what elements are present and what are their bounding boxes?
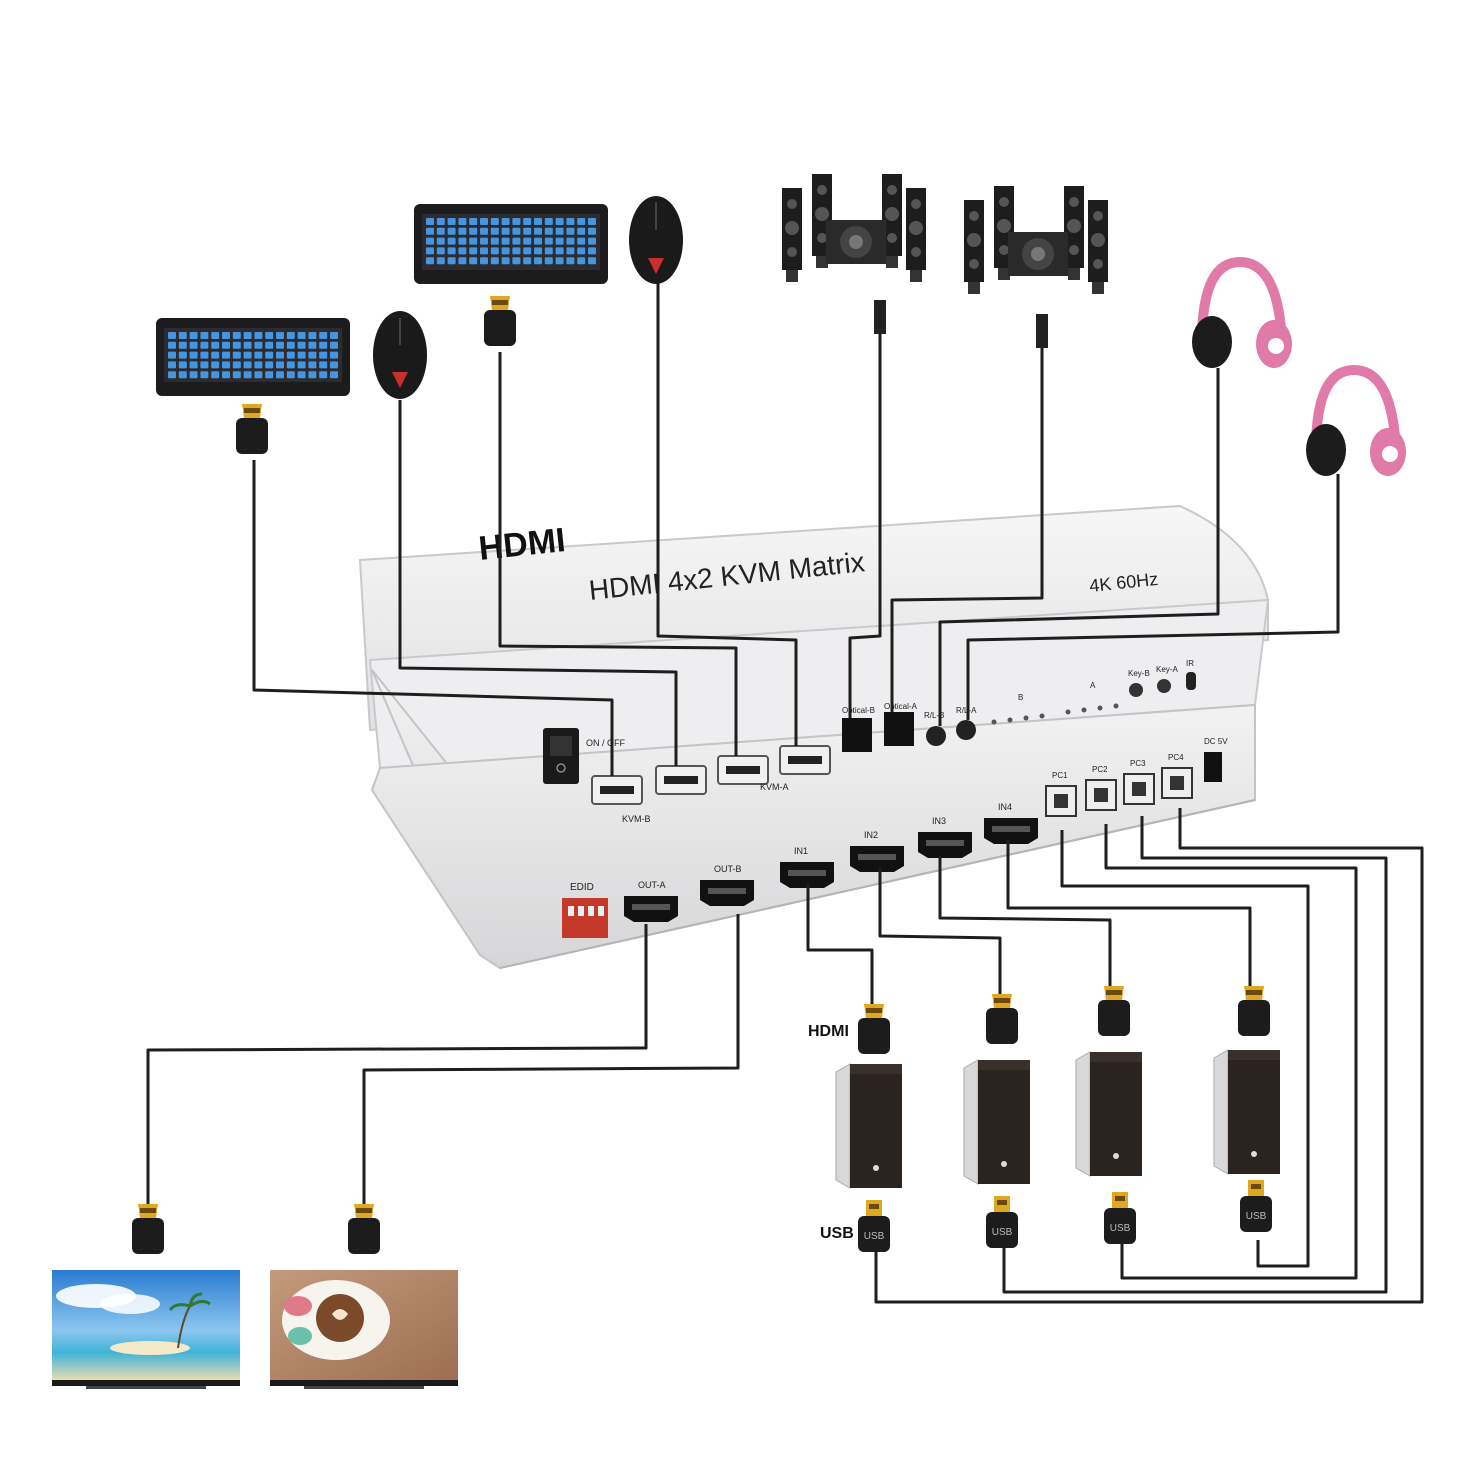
kvm-matrix-device: HDMI HDMI 4x2 KVM Matrix 4K 60Hz ON / OF…: [358, 504, 1270, 970]
computer-tower-icon: [835, 1063, 902, 1189]
rl-b-jack[interactable]: [926, 726, 946, 746]
group-b-leds: [991, 713, 1045, 725]
dc-in-label: DC 5V: [1204, 737, 1228, 746]
mouse-icon: [629, 196, 683, 284]
usb-plug-icon: USB: [986, 1196, 1018, 1248]
monitor-icon: [52, 1270, 240, 1389]
rl-a-jack[interactable]: [956, 720, 976, 740]
in1-port-label: IN1: [794, 846, 808, 856]
monitor-icon: [270, 1270, 458, 1389]
cables: [146, 282, 1424, 1304]
optical-a-label: Optical-A: [884, 702, 918, 711]
hdmi-plug-icon: [986, 994, 1018, 1044]
optical-plug: [1036, 314, 1048, 348]
speaker-set-icon: [964, 186, 1108, 294]
group-a-leds: [1065, 703, 1119, 715]
usb-port-kvm-a-2[interactable]: [779, 745, 831, 775]
group-b-label: B: [1018, 693, 1023, 702]
rl-b-label: R/L-B: [924, 711, 944, 720]
usb-legend-label: USB: [820, 1225, 854, 1242]
ir-sensor: [1186, 672, 1196, 690]
pc-port-label: PC1: [1052, 771, 1068, 780]
dc-in-port[interactable]: [1204, 752, 1222, 782]
in3-port-label: IN3: [932, 816, 946, 826]
mouse-icon: [373, 311, 427, 399]
usb-plug-label: USB: [864, 1231, 885, 1242]
hdmi-plug-icon: [1098, 986, 1130, 1036]
speaker-set-icon: [782, 174, 926, 282]
computer-tower-icon: [1213, 1049, 1280, 1175]
key-a-label: Key-A: [1156, 665, 1178, 674]
key-a-button[interactable]: [1157, 679, 1171, 693]
optical-b-port[interactable]: [842, 718, 872, 752]
pc-ports: PC1 PC2 PC3 PC4: [1045, 753, 1193, 817]
pc-port-label: PC4: [1168, 753, 1184, 762]
usb-plug-icon: USB: [1240, 1180, 1272, 1232]
usb-port-kvm-b-2[interactable]: [655, 765, 707, 795]
usb-plug-icon: USB: [1104, 1192, 1136, 1244]
computer-tower-icon: [963, 1059, 1030, 1185]
hdmi-plug-icon: [858, 1004, 890, 1054]
out-b-port-label: OUT-B: [714, 864, 742, 874]
key-b-label: Key-B: [1128, 669, 1150, 678]
pc-port-label: PC3: [1130, 759, 1146, 768]
hdmi-plug-icon: [348, 1204, 380, 1254]
kvm-a-label: KVM-A: [760, 782, 789, 792]
ir-label: IR: [1186, 659, 1194, 668]
optical-plug: [874, 300, 886, 334]
edid-label: EDID: [570, 882, 594, 893]
usb-plug-icon: USB: [858, 1200, 890, 1252]
hdmi-plug-icon: [236, 404, 268, 454]
in4-port-label: IN4: [998, 802, 1012, 812]
hdmi-plug-icon: [132, 1204, 164, 1254]
usb-plug-label: USB: [1246, 1211, 1267, 1222]
hdmi-ports: OUT-A OUT-B IN1 IN2 IN3 IN4: [624, 802, 1038, 922]
usb-plug-label: USB: [1110, 1223, 1131, 1234]
hdmi-plug-icon: [484, 296, 516, 346]
pc-port-label: PC2: [1092, 765, 1108, 774]
headphones-icon: [1306, 364, 1406, 476]
hdmi-plug-icon: [1238, 986, 1270, 1036]
power-switch-label: ON / OFF: [586, 738, 625, 748]
power-switch[interactable]: [543, 728, 579, 784]
computer-tower-icon: [1075, 1051, 1142, 1177]
key-b-button[interactable]: [1129, 683, 1143, 697]
usb-plug-label: USB: [992, 1227, 1013, 1238]
keyboard-icon: [414, 204, 608, 284]
headphones-icon: [1192, 256, 1292, 368]
kvm-b-label: KVM-B: [622, 814, 651, 824]
group-a-label: A: [1090, 681, 1096, 690]
edid-switch[interactable]: [562, 898, 608, 938]
optical-b-label: Optical-B: [842, 706, 875, 715]
in2-port-label: IN2: [864, 830, 878, 840]
out-a-port-label: OUT-A: [638, 880, 666, 890]
hdmi-legend-label: HDMI: [808, 1023, 849, 1040]
usb-port-kvm-a-1[interactable]: [717, 755, 769, 785]
optical-a-port[interactable]: [884, 712, 914, 746]
hdmi-logo: HDMI: [477, 521, 567, 568]
keyboard-icon: [156, 318, 350, 396]
usb-port-kvm-b-1[interactable]: [591, 775, 643, 805]
